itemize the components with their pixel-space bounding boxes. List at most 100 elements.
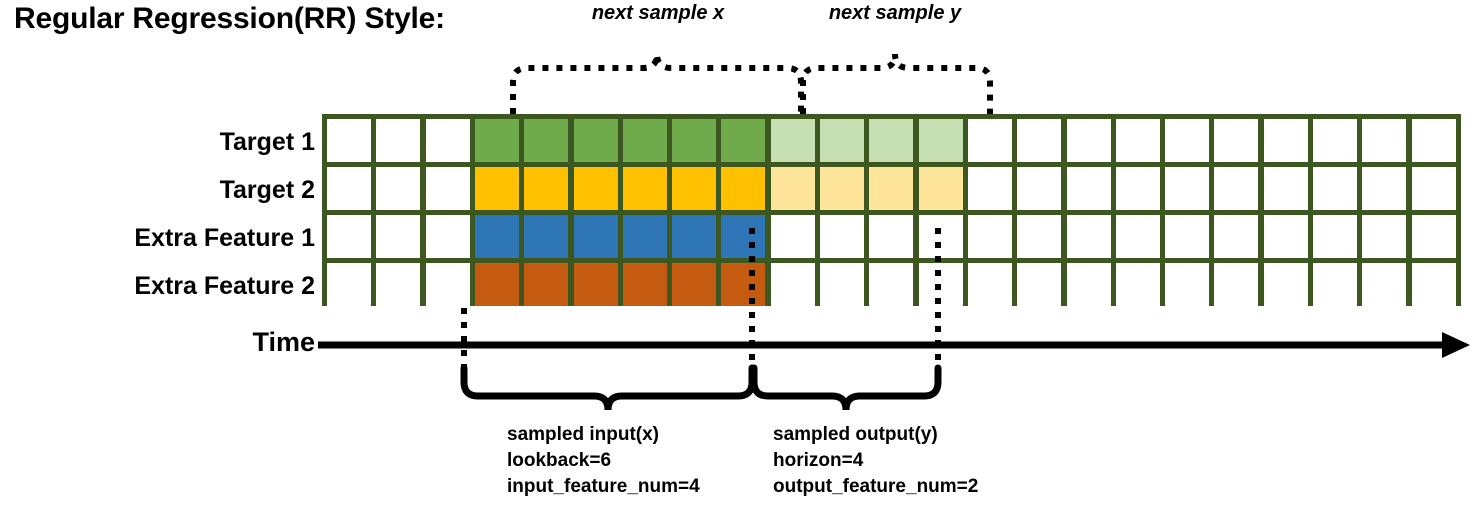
grid-cell xyxy=(721,215,765,258)
caption-sampled-output-line-1: sampled output(y) xyxy=(773,424,938,445)
caption-sampled-input-line-2: lookback=6 xyxy=(507,450,612,471)
grid-cell xyxy=(524,119,568,162)
grid-cell xyxy=(1116,167,1160,210)
grid-cell xyxy=(721,263,765,306)
grid-cell xyxy=(1313,167,1357,210)
caption-sampled-output-line-3: output_feature_num=2 xyxy=(773,476,979,497)
grid-cell xyxy=(327,167,371,210)
grid-cell xyxy=(475,263,519,306)
grid-cell xyxy=(771,215,815,258)
grid-cell xyxy=(919,167,963,210)
grid-cell xyxy=(968,167,1012,210)
grid-cell xyxy=(820,263,864,306)
grid-cell xyxy=(1214,167,1258,210)
grid-cell xyxy=(1067,119,1111,162)
grid-cell xyxy=(376,263,420,306)
grid-cell xyxy=(721,119,765,162)
grid-cell xyxy=(376,167,420,210)
grid-cell xyxy=(1017,215,1061,258)
grid-cell xyxy=(820,167,864,210)
grid-cell xyxy=(426,167,470,210)
grid-cell xyxy=(475,119,519,162)
grid-cell xyxy=(1412,215,1456,258)
grid-cell xyxy=(771,167,815,210)
grid-cell xyxy=(623,215,667,258)
caption-sampled-output: sampled output(y) horizon=4 output_featu… xyxy=(773,422,978,500)
grid-cell xyxy=(919,119,963,162)
grid-cell xyxy=(574,167,618,210)
grid-cell xyxy=(1313,263,1357,306)
row-label-extra-feature-2: Extra Feature 2 xyxy=(134,272,315,300)
grid-cell xyxy=(1362,167,1406,210)
grid-cell xyxy=(1017,119,1061,162)
grid-cell xyxy=(1313,119,1357,162)
grid-cell xyxy=(574,263,618,306)
grid-cell xyxy=(426,215,470,258)
grid-cell xyxy=(1067,263,1111,306)
grid-cell xyxy=(968,215,1012,258)
grid-cell xyxy=(820,215,864,258)
grid-cell xyxy=(1165,215,1209,258)
grid-cell xyxy=(327,119,371,162)
grid-cell xyxy=(968,119,1012,162)
grid-cell xyxy=(771,263,815,306)
grid-cell xyxy=(574,119,618,162)
grid-cell xyxy=(1264,263,1308,306)
grid-cell xyxy=(524,215,568,258)
grid-cell xyxy=(327,215,371,258)
grid-cell xyxy=(1116,263,1160,306)
grid-cell xyxy=(919,263,963,306)
grid-cell xyxy=(1165,119,1209,162)
grid-cell xyxy=(623,263,667,306)
grid-cell xyxy=(574,215,618,258)
grid-cell xyxy=(672,167,716,210)
grid-cell xyxy=(869,119,913,162)
grid-cell xyxy=(1017,263,1061,306)
caption-sampled-output-line-2: horizon=4 xyxy=(773,450,864,471)
row-label-target-1: Target 1 xyxy=(219,128,315,156)
grid-cell xyxy=(1264,215,1308,258)
grid-cell xyxy=(1165,167,1209,210)
grid-cell xyxy=(1214,263,1258,306)
grid-cell xyxy=(919,215,963,258)
grid-cell xyxy=(869,167,913,210)
grid-cell xyxy=(1412,263,1456,306)
grid-cell xyxy=(672,119,716,162)
grid-cell xyxy=(475,215,519,258)
annotation-next-sample-y: next sample y xyxy=(828,2,962,24)
caption-sampled-input: sampled input(x) lookback=6 input_featur… xyxy=(507,422,700,500)
grid-cell xyxy=(1412,167,1456,210)
grid-cell xyxy=(672,263,716,306)
grid-cell xyxy=(327,263,371,306)
grid-cell xyxy=(426,119,470,162)
row-label-target-2: Target 2 xyxy=(219,176,315,204)
grid-cell xyxy=(1412,119,1456,162)
grid-cell xyxy=(1165,263,1209,306)
grid-cell xyxy=(1067,167,1111,210)
grid-cell xyxy=(869,263,913,306)
grid-cell xyxy=(475,167,519,210)
grid-cell xyxy=(968,263,1012,306)
grid-cell xyxy=(1264,167,1308,210)
caption-sampled-input-line-1: sampled input(x) xyxy=(507,424,660,445)
grid-cell xyxy=(376,215,420,258)
grid-cell xyxy=(426,263,470,306)
grid-cell xyxy=(524,263,568,306)
grid-cell xyxy=(623,119,667,162)
grid-cell xyxy=(623,167,667,210)
grid-cell xyxy=(1067,215,1111,258)
page-title: Regular Regression(RR) Style: xyxy=(14,2,445,35)
grid-cell xyxy=(672,215,716,258)
grid-cell xyxy=(1116,215,1160,258)
grid-cell xyxy=(1313,215,1357,258)
grid-cell xyxy=(524,167,568,210)
grid-cell xyxy=(1264,119,1308,162)
grid-cell xyxy=(1116,119,1160,162)
grid-cell xyxy=(820,119,864,162)
row-label-extra-feature-1: Extra Feature 1 xyxy=(134,224,315,252)
caption-sampled-input-line-3: input_feature_num=4 xyxy=(507,476,700,497)
grid-cell xyxy=(721,167,765,210)
grid-cell xyxy=(1214,215,1258,258)
